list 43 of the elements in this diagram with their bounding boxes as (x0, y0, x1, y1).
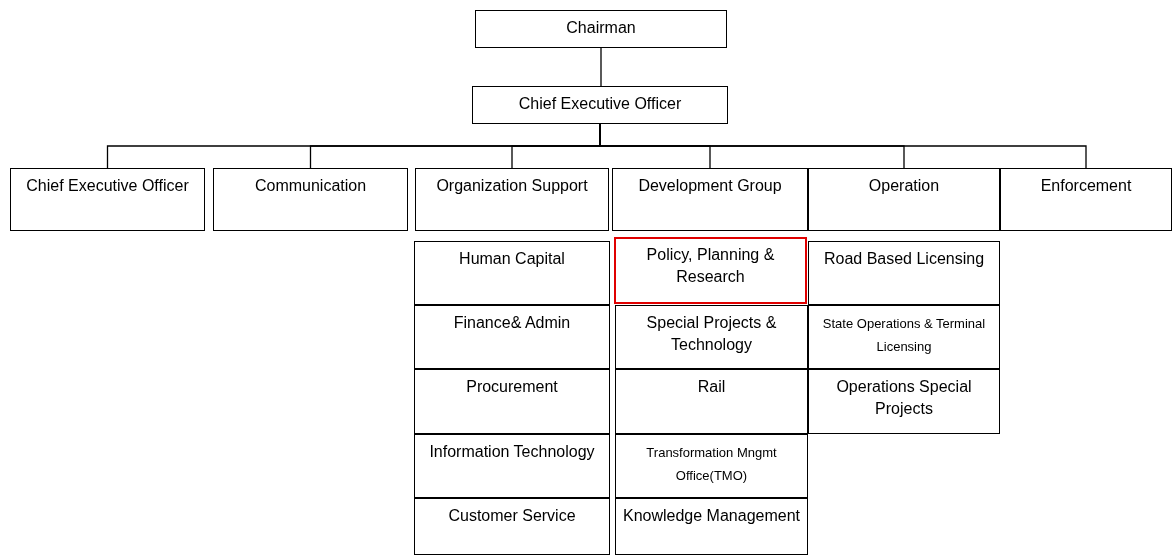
unit-name: Chairman (565, 18, 637, 38)
unit-name: Transformation Mngmt Office(TMO) (645, 444, 778, 485)
unit-name: Organization Support (435, 176, 589, 196)
org-unit-box (615, 369, 808, 434)
org-unit-box (10, 168, 205, 231)
unit-name: Chief Executive Officer (517, 94, 683, 114)
unit-name: Operation (867, 176, 941, 196)
org-unit-box (472, 86, 728, 124)
org-unit-box (808, 369, 1000, 434)
unit-name: State Operations & Terminal Licensing (821, 315, 987, 356)
org-unit-box (475, 10, 727, 48)
unit-name: Operations Special Projects (835, 377, 973, 419)
unit-name: Information Technology (428, 442, 596, 462)
org-unit-box (414, 434, 610, 498)
unit-name: Road Based Licensing (822, 249, 986, 269)
unit-name: Customer Service (447, 506, 577, 526)
org-unit-box (414, 498, 610, 555)
org-unit-box (808, 241, 1000, 305)
unit-name: Knowledge Management (622, 506, 801, 526)
org-unit-box (414, 369, 610, 434)
org-unit-box (808, 168, 1000, 231)
unit-name: Communication (253, 176, 368, 196)
org-unit-box (1000, 168, 1172, 231)
unit-name: Procurement (465, 377, 559, 397)
unit-name: Chief Executive Officer (25, 176, 190, 196)
connector-line (600, 47, 602, 87)
org-unit-box (808, 305, 1000, 369)
unit-name: Finance& Admin (452, 313, 572, 333)
unit-name: Special Projects & Technology (645, 313, 778, 355)
unit-name: Rail (696, 377, 727, 397)
org-unit-box (615, 498, 808, 555)
org-unit-box (414, 241, 610, 305)
org-unit-box (615, 434, 808, 498)
unit-name: Enforcement (1039, 176, 1133, 196)
unit-name: Policy, Planning & Research (645, 245, 776, 287)
unit-name: Development Group (637, 176, 783, 196)
org-unit-box (213, 168, 408, 231)
org-unit-box (415, 168, 609, 231)
org-unit-box (414, 305, 610, 369)
org-unit-box (615, 305, 808, 369)
org-unit-box (612, 168, 808, 231)
highlighted-unit-box (614, 237, 807, 304)
unit-name: Human Capital (458, 249, 566, 269)
